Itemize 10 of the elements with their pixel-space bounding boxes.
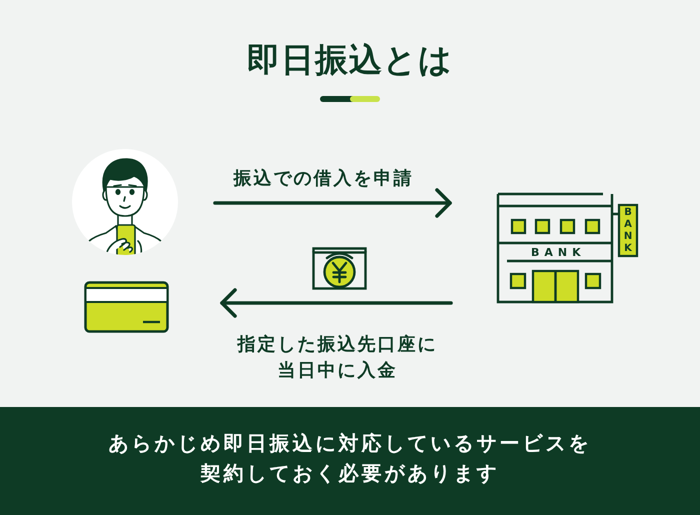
arrow — [220, 288, 453, 318]
bank-facade-label: BANK — [531, 246, 586, 259]
person-illustration — [72, 149, 178, 255]
title: 即日振込とは — [247, 40, 453, 80]
bank-sign-label: BANK — [623, 207, 633, 255]
card-illustration — [84, 281, 169, 333]
note-band — [0, 407, 700, 515]
bank-building-illustration — [496, 192, 640, 305]
arrow — [213, 188, 452, 218]
note-text: あらかじめ即日振込に対応しているサービスを契約しておく必要があります — [108, 430, 592, 487]
